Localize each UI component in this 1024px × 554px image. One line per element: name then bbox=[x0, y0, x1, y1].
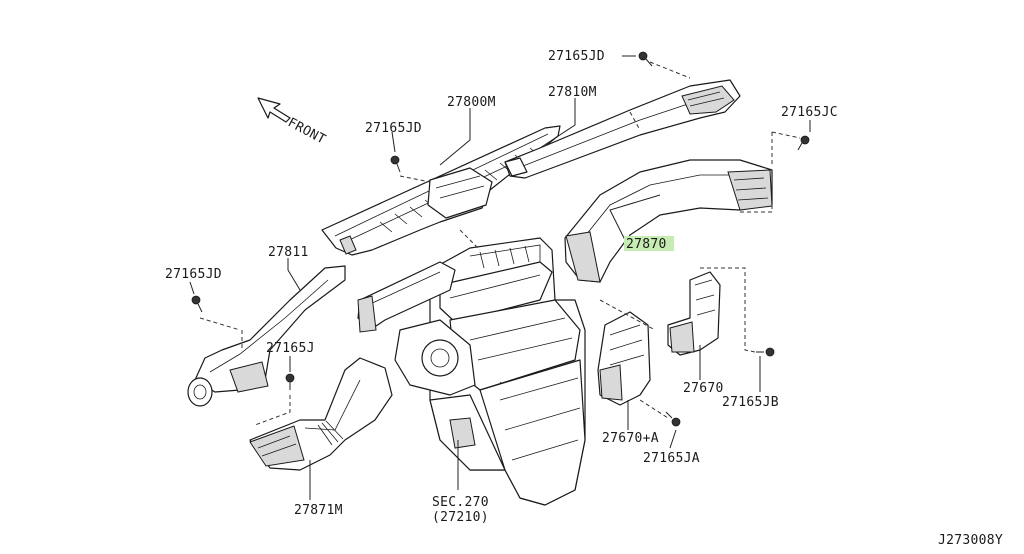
front-arrow-icon bbox=[257, 97, 291, 123]
leader-lines bbox=[189, 55, 811, 500]
label-sec27210: (27210) bbox=[432, 510, 489, 525]
screw-icon-27165JD-top bbox=[638, 51, 653, 67]
label-27165JA: 27165JA bbox=[643, 451, 700, 466]
label-27670: 27670 bbox=[683, 381, 724, 396]
defroster-nozzle-27800M bbox=[321, 125, 561, 256]
side-duct-27810M bbox=[504, 79, 741, 179]
lower-duct-27871M bbox=[249, 357, 393, 471]
side-duct-27811 bbox=[187, 265, 346, 407]
side-outlet-27670A bbox=[597, 311, 651, 406]
label-27165JB: 27165JB bbox=[722, 395, 779, 410]
label-27871M: 27871M bbox=[294, 503, 343, 518]
highlight-box bbox=[624, 236, 674, 251]
label-27165JD-left: 27165JD bbox=[365, 121, 422, 136]
label-sec270: SEC.270 bbox=[432, 495, 489, 510]
screw-icon-27165J bbox=[285, 373, 295, 390]
heater-unit-sec270 bbox=[394, 237, 586, 506]
screw-icon-27165JB bbox=[756, 347, 775, 357]
label-27870: 27870 bbox=[626, 237, 667, 252]
label-27670A: 27670+A bbox=[602, 431, 659, 446]
front-label: FRONT bbox=[285, 115, 328, 147]
label-27165JC: 27165JC bbox=[781, 105, 838, 120]
side-outlet-27670 bbox=[667, 271, 721, 356]
intake-tube bbox=[357, 261, 456, 333]
label-27811: 27811 bbox=[268, 245, 309, 260]
screw-icon-27165JD-low bbox=[191, 295, 203, 313]
label-27165JD-low: 27165JD bbox=[165, 267, 222, 282]
screw-icon-27165JA bbox=[665, 411, 681, 427]
label-27800M: 27800M bbox=[447, 95, 496, 110]
screw-icon-27165JC bbox=[797, 135, 810, 151]
assembly-dash-lines bbox=[199, 61, 801, 426]
label-27165J: 27165J bbox=[266, 341, 315, 356]
label-27810M: 27810M bbox=[548, 85, 597, 100]
label-27165JD-top: 27165JD bbox=[548, 49, 605, 64]
screw-icon-27165JD-left bbox=[390, 155, 401, 173]
center-duct-27870 bbox=[564, 159, 773, 283]
diagram-code: J273008Y bbox=[938, 533, 1003, 548]
